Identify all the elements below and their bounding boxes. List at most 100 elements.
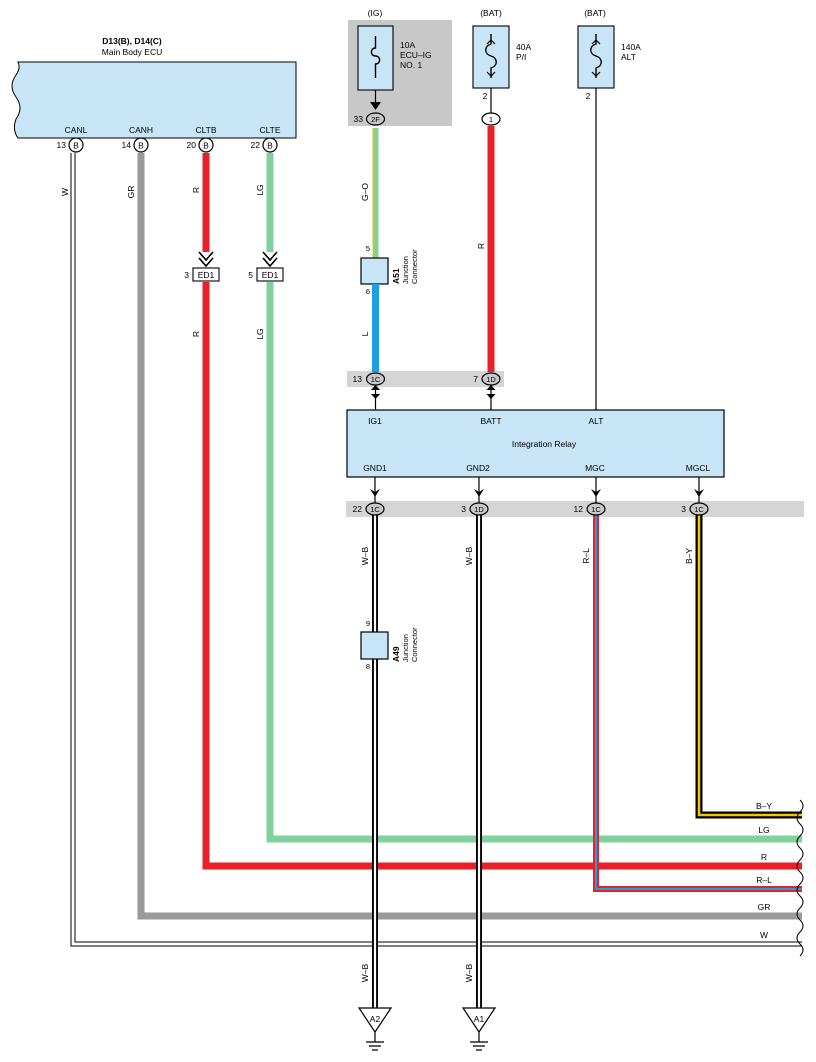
ecu-conn-canl: B: [73, 141, 79, 151]
ecu-pin-connector-clte: [262, 137, 278, 153]
wire-label-gr: GR: [126, 186, 136, 199]
fuse-pi-pin: 2: [483, 91, 488, 101]
relay-pin-batt: BATT: [480, 416, 501, 426]
fuse-pi-source: (BAT): [480, 8, 502, 18]
ed1-arrow-r: [198, 251, 214, 268]
relay-input-num-batt: 7: [473, 374, 478, 384]
main-body-ecu-box: [11, 61, 297, 139]
ecu-pin-canh: CANH: [129, 125, 153, 135]
output-conn-mgc: 1C: [591, 505, 601, 514]
fuse-ecu-ig-no1: [357, 25, 394, 91]
ed1-num-r: 3: [184, 270, 189, 280]
connector-1-label: 1: [489, 115, 493, 124]
bus-label-lg: LG: [758, 825, 769, 835]
ecu-conn-clte: B: [267, 141, 273, 151]
ecu-num-cltb: 20: [187, 140, 197, 150]
wire-label-r-bat: R: [476, 243, 486, 249]
a51-line1: Junction: [401, 256, 410, 284]
ground-a1-triangle: [461, 1007, 497, 1034]
wire-r-l-stripe: [595, 515, 802, 890]
ecu-pin-cltb: CLTB: [195, 125, 216, 135]
fuse-alt-name: ALT: [621, 52, 636, 62]
output-connector-gnd1: [365, 502, 385, 516]
relay-pin-alt: ALT: [589, 416, 604, 426]
ecu-pin-connector-canh: [133, 137, 149, 153]
ground-a2-triangle: [357, 1007, 393, 1034]
ecu-num-canl: 13: [57, 140, 67, 150]
relay-input-strip: [347, 371, 504, 387]
output-conn-mgcl: 1C: [694, 505, 704, 514]
arrow-mgcl: [694, 489, 704, 497]
a49-junction-connector: [360, 631, 389, 660]
wire-label-r-lower: R: [191, 331, 201, 337]
wire-label-g-o: G–O: [360, 183, 370, 201]
bus-label-b-y: B–Y: [756, 801, 772, 811]
ecu-pin-clte: CLTE: [259, 125, 280, 135]
relay-pin-ig1: IG1: [368, 416, 382, 426]
ground-a1-label: A1: [474, 1014, 485, 1024]
relay-input-num-ig1: 13: [353, 374, 363, 384]
fuse-alt-source: (BAT): [584, 8, 606, 18]
fuse-ig-arrow: [370, 102, 381, 110]
a51-id: A51: [391, 268, 401, 284]
wire-gr: [137, 153, 802, 920]
ecu-pin-connector-cltb: [198, 137, 214, 153]
fusible-link-icon: [485, 34, 497, 78]
wire-label-lg: LG: [255, 184, 265, 195]
ecu-pin-canl: CANL: [65, 125, 88, 135]
wire-label-r: R: [191, 187, 201, 193]
a49-pin-in: 9: [366, 619, 370, 628]
ground-a2-label: A2: [370, 1014, 381, 1024]
output-num-mgcl: 3: [681, 504, 686, 514]
a51-junction-connector: [360, 257, 389, 285]
connector-2f: [365, 112, 386, 126]
fuse-ig-name1: ECU–IG: [400, 50, 432, 60]
ed1-arrow-lg: [262, 251, 278, 268]
ecu-num-canh: 14: [122, 140, 132, 150]
relay-pin-gnd2: GND2: [466, 463, 490, 473]
relay-input-conn-ig1: 1C: [371, 375, 381, 384]
ecu-conn-cltb: B: [203, 141, 209, 151]
a49-line2: Connector: [410, 627, 419, 662]
relay-pin-mgc: MGC: [585, 463, 605, 473]
wire-b-y: [695, 515, 802, 819]
arrow-gnd2: [474, 489, 484, 497]
ed1-connector-lg: [256, 267, 284, 282]
relay-input-conn-batt: 1D: [486, 375, 496, 384]
ecu-conn-canh: B: [138, 141, 144, 151]
fuse-symbol-icon: [370, 36, 381, 78]
arrow-gnd1: [370, 489, 380, 497]
wire-r-lower: [202, 282, 802, 870]
ecu-num-clte: 22: [251, 140, 261, 150]
wire-label-w: W: [60, 188, 70, 196]
bus-label-r-l: R–L: [756, 875, 772, 885]
output-conn-gnd2: 1D: [474, 505, 484, 514]
fuse-pi-name: P/I: [516, 52, 526, 62]
fusible-link-icon: [590, 34, 602, 78]
wire-label-lg-lower: LG: [255, 328, 265, 339]
wire-label-ground-a2: W–B: [360, 963, 370, 982]
connector-1: [481, 112, 501, 126]
relay-pin-mgcl: MGCL: [686, 463, 711, 473]
ecu-pin-connector-canl: [68, 137, 84, 153]
fuse-ig-source: (IG): [368, 8, 383, 18]
wire-label-ground-a1: W–B: [464, 963, 474, 982]
ecu-title-connectors: D13(B), D14(C): [102, 36, 162, 46]
a51-pin-in: 5: [366, 244, 370, 253]
wire-b-y-stripe: [697, 515, 802, 817]
wire-label-w-b-1: W–B: [360, 546, 370, 565]
wire-label-l: L: [360, 331, 370, 336]
ed1-connector-r: [192, 267, 220, 282]
wire-label-r-l: R–L: [581, 548, 591, 564]
fuse-alt-pin: 2: [586, 91, 591, 101]
fuse-ig-name2: NO. 1: [400, 60, 422, 70]
wire-label-b-y: B–Y: [684, 548, 694, 564]
integration-relay-box: [346, 409, 725, 478]
arrow-mgc: [591, 489, 601, 497]
ground-icon: [470, 1041, 488, 1051]
ed1-num-lg: 5: [248, 270, 253, 280]
a51-line2: Connector: [410, 249, 419, 284]
fuse-alt-rating: 140A: [621, 42, 641, 52]
bus-label-w: W: [760, 930, 768, 940]
